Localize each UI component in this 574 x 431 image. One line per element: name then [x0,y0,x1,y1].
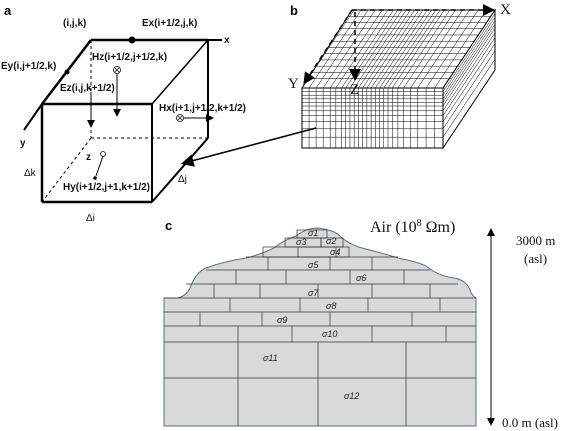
panel-b-label: b [290,3,298,18]
ey-label: Ey(i,j+1/2,k) [1,61,56,72]
mesh-line [362,9,415,89]
mesh-line [442,20,496,99]
mesh-line [366,9,420,89]
z-axis-label: z [86,152,91,163]
mesh-line [442,43,496,122]
sigma-9-label: σ9 [277,315,287,325]
cell-pointer-arrow [180,127,317,167]
mesh-z-label: Z [350,82,359,98]
y-axis-label: y [20,138,26,149]
mesh-line [322,9,376,89]
sigma-6-label: σ6 [356,273,366,283]
mesh-line [410,9,463,89]
bottom-elevation-label: 0.0 m (asl) [502,415,558,430]
mesh-grid-lines [301,9,496,149]
mesh-line [442,24,496,103]
mesh-line [392,9,445,89]
node-label: (i,j,k) [63,18,86,29]
sigma-4-label: σ4 [330,247,340,257]
mesh-line [442,17,496,96]
sigma-12-label: σ12 [344,391,359,401]
terrain-blocks [164,229,476,426]
delta-k-label: Δk [24,168,37,179]
mesh-line [442,59,496,138]
sigma-2-label: σ2 [326,236,336,246]
mesh-line [329,9,383,89]
mesh-line [397,9,451,89]
ey-arrow [61,71,68,79]
panel-c: c [163,218,558,430]
y-axis-line [23,103,43,131]
mesh-line [383,9,436,89]
sigma-1-label: σ1 [308,228,318,238]
mesh-line [417,9,470,89]
hx-label: Hx(i+1,j+1/2,k+1/2) [159,103,246,114]
panel-b: b X Y Z [180,2,511,167]
mesh-line [425,9,479,89]
mesh-x-label: X [500,2,511,18]
sigma-7-label: σ7 [308,288,319,298]
ez-label: Ez(i,j,k+1/2) [60,83,115,94]
mesh-line [442,50,496,129]
mesh-line [387,9,441,89]
delta-j-label: Δj [178,174,187,185]
mesh-line [442,32,496,111]
top-elevation-asl: (asl) [524,251,547,266]
mesh-line [442,37,496,116]
sigma-8-label: σ8 [326,301,336,311]
mesh-line [370,9,424,89]
ex-node [128,36,136,44]
mesh-line [315,9,369,89]
mesh-line [335,9,389,89]
sigma-11-label: σ11 [263,353,278,363]
air-label: Air (108 Ωm) [370,218,455,236]
mesh-line [375,9,428,89]
mesh-line [379,9,432,89]
ex-label: Ex(i+1/2,j,k) [142,18,197,29]
sigma-10-label: σ10 [322,329,337,339]
hz-label: Hz(i+1/2,j+1/2,k) [92,52,167,63]
mesh-line [434,9,487,89]
mesh-line [442,9,496,89]
mesh-line [442,69,496,149]
mesh-line [403,9,456,89]
panel-c-label: c [165,218,172,233]
mesh-line [308,9,362,89]
mesh-line [353,9,407,89]
mesh-line [442,13,496,92]
sigma-labels: σ1 σ2 σ3 σ4 σ5 σ6 σ7 σ8 σ9 σ10 σ11 σ12 [263,228,366,401]
mesh-line [442,27,496,107]
hy-label: Hy(i+1/2,j+1,k+1/2) [63,182,150,193]
panel-a: a x y [1,3,246,224]
terrain-model [163,227,477,427]
top-elevation-label: 3000 m [516,233,555,248]
yee-cell-cube [40,38,209,204]
sigma-5-label: σ5 [308,260,319,270]
x-axis-label: x [224,35,230,46]
delta-i-label: Δi [86,213,95,224]
panel-a-label: a [4,3,12,18]
hy-node-icon [100,151,106,157]
hy-arrow [95,155,104,177]
mesh-line [358,9,411,89]
sigma-3-label: σ3 [296,237,306,247]
mesh-y-label: Y [288,76,299,92]
